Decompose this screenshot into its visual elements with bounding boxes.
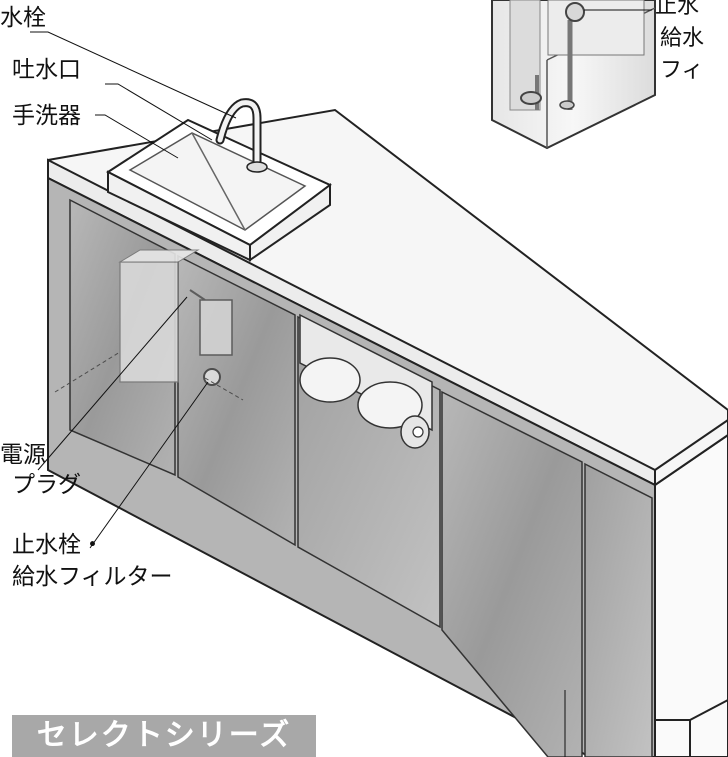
stop-valve-label-line2: 給水フィルター	[12, 564, 173, 590]
hand-basin	[106, 118, 332, 262]
faucet-label: 水栓	[0, 5, 46, 31]
power-plug-label-line1: 電源	[0, 442, 46, 468]
series-title-tag: セレクトシリーズ	[12, 715, 316, 757]
spout-label: 吐水口	[12, 57, 81, 83]
power-plug-label-line2: プラグ	[12, 472, 81, 498]
inset-label-mid: 給水	[660, 26, 705, 51]
faucet	[215, 98, 268, 173]
paper-roll	[299, 357, 430, 449]
internal-unit	[54, 249, 244, 401]
hand-basin-label: 手洗器	[12, 103, 81, 129]
leader-lines	[30, 31, 566, 757]
inset-detail	[491, 0, 656, 150]
inset-label-bottom: フィ	[660, 58, 704, 83]
inset-label-top: 止水	[655, 0, 700, 19]
stop-valve-label-line1: 止水栓・	[12, 532, 104, 558]
